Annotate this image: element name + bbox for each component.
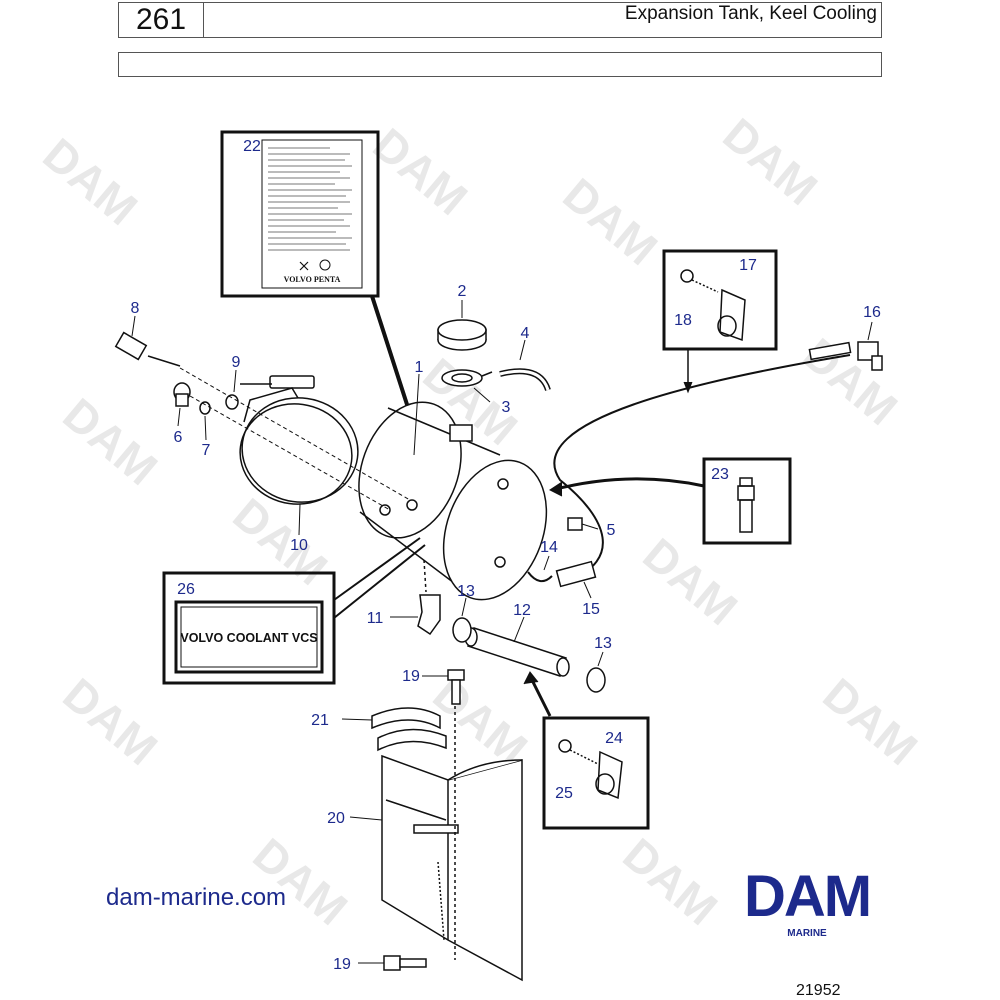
callout-5: 5 xyxy=(607,522,616,539)
callout-13a: 13 xyxy=(457,583,475,600)
elbow-11 xyxy=(417,559,441,636)
washer-7 xyxy=(199,401,211,415)
nipple-box-23 xyxy=(702,457,792,545)
callout-18: 18 xyxy=(674,312,692,329)
svg-text:DAM: DAM xyxy=(364,118,478,225)
svg-text:DAM: DAM xyxy=(814,668,928,775)
callout-7: 7 xyxy=(202,442,211,459)
callout-19a: 19 xyxy=(402,668,420,685)
callout-26: 26 xyxy=(177,581,195,598)
washer-9 xyxy=(225,394,239,410)
callout-22: 22 xyxy=(243,138,261,155)
fitting-16 xyxy=(857,341,883,371)
label-26-text: VOLVO COOLANT VCS xyxy=(180,631,317,645)
nipple-14 xyxy=(527,571,553,583)
image-number: 21952 xyxy=(796,982,841,999)
header-bar: 261 Expansion Tank, Keel Cooling xyxy=(118,2,882,38)
callout-25: 25 xyxy=(555,785,573,802)
callout-20: 20 xyxy=(327,810,345,827)
svg-text:DAM: DAM xyxy=(794,328,908,435)
dam-marine-logo: DAM MARINE xyxy=(712,864,902,940)
sensor-8 xyxy=(114,331,181,367)
callout-13b: 13 xyxy=(594,635,612,652)
callout-8: 8 xyxy=(131,300,140,317)
clamp-box-24-25 xyxy=(542,716,650,830)
decal-22-brand: VOLVO PENTA xyxy=(284,275,341,284)
website-link[interactable]: dam-marine.com xyxy=(106,884,287,911)
hose-clamp-13b xyxy=(586,667,606,693)
svg-text:DAM: DAM xyxy=(614,828,728,935)
svg-text:DAM: DAM xyxy=(54,668,168,775)
svg-text:DAM: DAM xyxy=(224,488,338,595)
bracket-20 xyxy=(371,700,523,982)
callout-15: 15 xyxy=(582,601,600,618)
sleeve-15 xyxy=(555,560,597,588)
bolt-19a xyxy=(447,669,465,705)
decal-22 xyxy=(220,130,380,298)
callout-1: 1 xyxy=(415,359,424,376)
logo-tagline: MARINE xyxy=(787,928,827,939)
bolt-19b xyxy=(383,955,427,971)
callout-11: 11 xyxy=(367,610,384,627)
callout-10: 10 xyxy=(290,537,308,554)
svg-text:DAM: DAM xyxy=(244,828,358,935)
logo-wordmark: DAM xyxy=(743,864,872,929)
callout-19b: 19 xyxy=(333,956,351,973)
callout-numbers: 1 2 3 4 5 6 7 8 9 10 11 12 13 13 14 15 1… xyxy=(131,138,881,973)
callout-6: 6 xyxy=(174,429,183,446)
filler-cap-2 xyxy=(437,319,487,351)
svg-text:DAM: DAM xyxy=(714,108,828,215)
clip-box-17-18 xyxy=(662,249,778,351)
hose-clamp-13a xyxy=(452,617,472,643)
plug-5 xyxy=(567,517,583,531)
gasket-3 xyxy=(441,369,493,387)
callout-9: 9 xyxy=(232,354,241,371)
cable-15 xyxy=(553,354,851,581)
callout-24: 24 xyxy=(605,730,623,747)
callout-2: 2 xyxy=(458,283,467,300)
plug-6 xyxy=(173,382,191,407)
svg-text:DAM: DAM xyxy=(554,168,668,275)
label-26 xyxy=(162,571,336,685)
callout-17: 17 xyxy=(739,257,757,274)
callout-21: 21 xyxy=(311,712,329,729)
callout-16: 16 xyxy=(863,304,881,321)
svg-text:DAM: DAM xyxy=(54,388,168,495)
page-title: Expansion Tank, Keel Cooling xyxy=(624,3,877,24)
expansion-tank-1 xyxy=(358,401,548,601)
callout-12: 12 xyxy=(513,602,531,619)
clamp-band-10 xyxy=(239,375,359,505)
callout-14: 14 xyxy=(540,539,558,556)
callout-23: 23 xyxy=(711,466,729,483)
callout-3: 3 xyxy=(502,399,511,416)
svg-text:DAM: DAM xyxy=(34,128,148,235)
hose-4 xyxy=(499,368,551,392)
page-number: 261 xyxy=(119,3,204,37)
callout-4: 4 xyxy=(521,325,530,342)
subheader-bar xyxy=(118,52,882,77)
